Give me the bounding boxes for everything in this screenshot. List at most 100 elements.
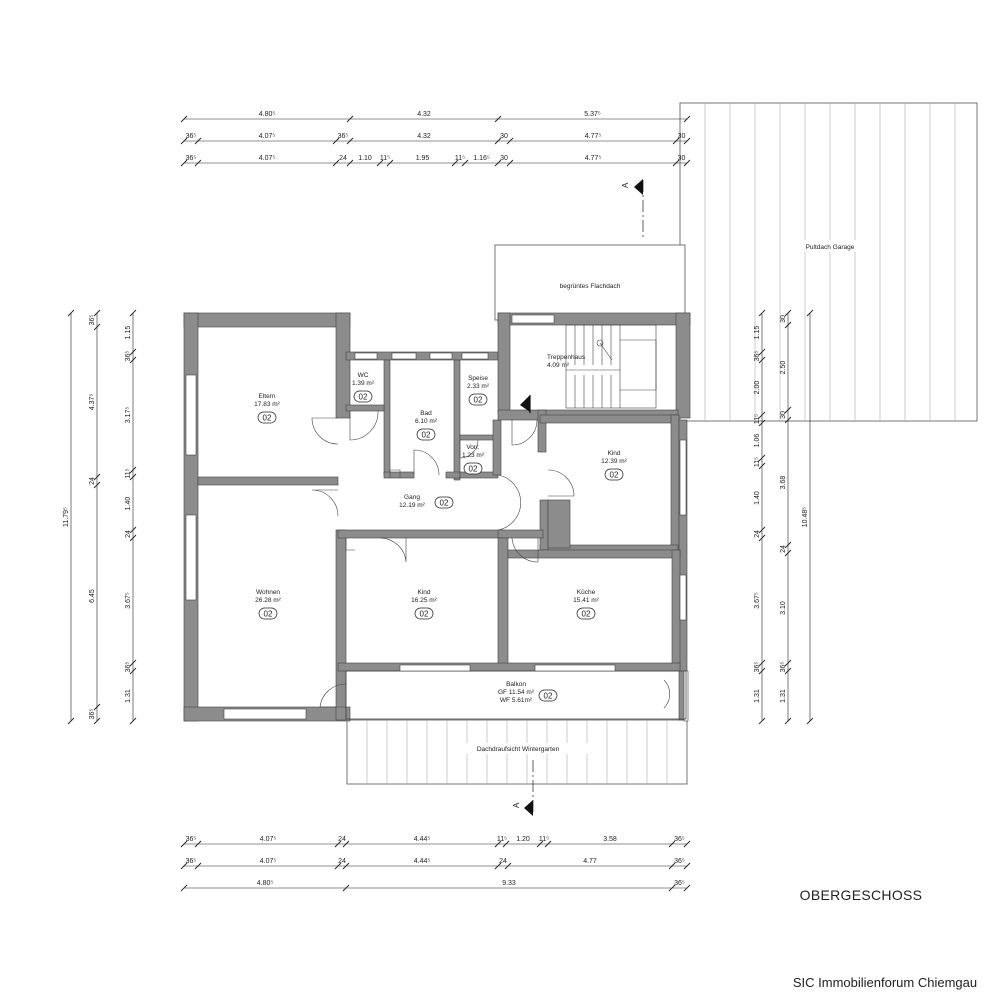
- room-label: 17.83 m²: [254, 401, 280, 408]
- dimension-tick: [668, 862, 676, 870]
- dimension-tick: [129, 534, 137, 542]
- dimension-label: 11⁵: [125, 468, 132, 478]
- dimension-tick: [93, 473, 101, 481]
- door-swings: [311, 410, 670, 709]
- dimension-tick: [672, 159, 680, 167]
- dimension-tick: [461, 159, 469, 167]
- dimension-tick: [683, 840, 691, 848]
- footer-credit: SIC Immobilienforum Chiemgau: [793, 975, 977, 990]
- room-tag: 02: [440, 499, 449, 508]
- room-label: Speise: [468, 375, 488, 382]
- dimension-tick: [386, 159, 394, 167]
- dimension-label: 36⁵: [780, 662, 787, 673]
- room-tag-badge: [538, 689, 558, 702]
- dimension-tick: [494, 137, 502, 145]
- room-tag: 02: [544, 692, 553, 701]
- dimension-tick: [784, 667, 792, 675]
- room-label: 26.28 m²: [255, 597, 281, 604]
- dimension-label: 36⁵: [674, 880, 685, 887]
- dimension-tick: [194, 840, 202, 848]
- section-marker-bottom-label: A: [512, 802, 521, 808]
- dimension-tick: [342, 862, 350, 870]
- dimension-tick: [784, 541, 792, 549]
- room-tag-badge: [468, 393, 488, 406]
- green-roof-label: begrüntes Flachdach: [560, 283, 621, 290]
- dimension-tick: [129, 717, 137, 725]
- dimension-tick: [683, 862, 691, 870]
- dimension-tick: [129, 309, 137, 317]
- room-tag-badge: [463, 462, 483, 475]
- dimension-label: 36⁵: [89, 315, 96, 326]
- dimension-label: 4.07⁵: [259, 133, 276, 140]
- dimension-label: 1.15: [125, 326, 132, 340]
- dimension-tick: [346, 159, 354, 167]
- dimension-tick: [180, 137, 188, 145]
- room-tag: 02: [582, 610, 591, 619]
- dimension-label: 1.31: [780, 689, 787, 703]
- dimension-tick: [758, 419, 766, 427]
- dimension-tick: [93, 703, 101, 711]
- dimension-label: 1.95: [416, 155, 430, 162]
- dimension-label: 36⁵: [674, 858, 685, 865]
- dimension-tick: [672, 137, 680, 145]
- dimension-tick: [494, 840, 502, 848]
- dimension-label: 4.07⁵: [260, 858, 277, 865]
- dimension-label: 4.44⁵: [414, 858, 431, 865]
- dimension-label: 36⁵: [186, 133, 197, 140]
- dimension-tick: [758, 717, 766, 725]
- room-label: WF 5.61m²: [500, 697, 533, 704]
- dimension-tick: [758, 667, 766, 675]
- dimension-tick: [342, 840, 350, 848]
- dimension-tick: [129, 356, 137, 364]
- dimension-label: 30: [678, 155, 686, 162]
- dimension-label: 11⁵: [455, 155, 465, 162]
- dimension-tick: [129, 667, 137, 675]
- section-marker-top-label: A: [621, 182, 630, 188]
- dimension-tick: [129, 466, 137, 474]
- dimension-label: 1.06: [754, 434, 761, 448]
- dimension-tick: [129, 526, 137, 534]
- dimension-tick: [758, 309, 766, 317]
- dimension-label: 11.79⁵: [63, 507, 70, 527]
- dimension-label: 4.07⁵: [259, 155, 276, 162]
- dimension-tick: [194, 137, 202, 145]
- dimension-tick: [758, 356, 766, 364]
- dimension-label: 24: [780, 545, 787, 553]
- dimension-label: 36⁵: [338, 133, 349, 140]
- dimension-tick: [93, 323, 101, 331]
- dimension-label: 24: [125, 530, 132, 538]
- room-label: GF 11.54 m²: [498, 689, 535, 696]
- room-label: 12.19 m²: [399, 502, 425, 509]
- dimension-tick: [758, 659, 766, 667]
- room-label: 2.33 m²: [467, 383, 490, 390]
- dimension-tick: [758, 534, 766, 542]
- dimension-label: 1.40: [754, 491, 761, 505]
- room-tag: 02: [420, 610, 429, 619]
- dimension-tick: [194, 862, 202, 870]
- dimension-label: 1.16⁵: [473, 155, 490, 162]
- room-label: Kind: [607, 450, 620, 457]
- dimension-tick: [683, 884, 691, 892]
- dimension-label: 11⁵: [754, 414, 761, 424]
- room-label: 6.10 m²: [415, 418, 438, 425]
- dimension-label: 30: [678, 133, 686, 140]
- dimension-tick: [334, 840, 342, 848]
- dimension-label: 4.77⁵: [585, 133, 602, 140]
- dimension-tick: [758, 454, 766, 462]
- dimension-tick: [93, 481, 101, 489]
- dimension-label: 3.68: [780, 476, 787, 490]
- dimension-lines: [70, 118, 811, 889]
- dimension-label: 4.80⁵: [259, 111, 276, 118]
- dimension-tick: [683, 137, 691, 145]
- room-tag-badge: [576, 607, 596, 620]
- room-tag-badge: [416, 428, 436, 441]
- dimension-label: 2.50: [780, 361, 787, 375]
- dimension-label: 1.31: [125, 689, 132, 703]
- room-label: Treppenhaus: [547, 354, 586, 361]
- dimension-tick: [758, 348, 766, 356]
- winter-garden-label: Dachdraufsicht Wintergarten: [477, 746, 560, 753]
- dimension-label: 5.37⁵: [584, 111, 601, 118]
- dimension-tick: [784, 309, 792, 317]
